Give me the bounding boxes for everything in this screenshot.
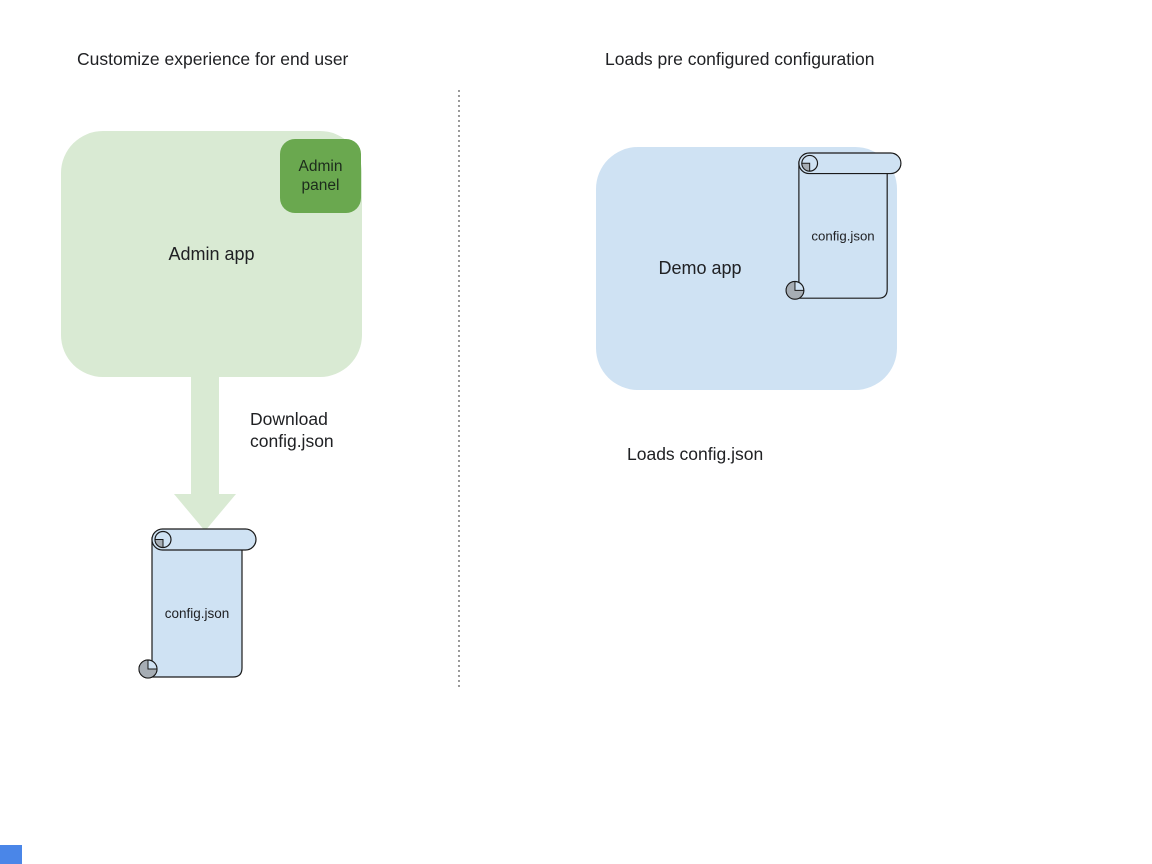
admin-app-box: Admin app Admin panel — [61, 131, 362, 377]
download-arrow-icon — [174, 376, 236, 531]
config-json-scroll-right: config.json — [785, 152, 902, 300]
config-json-scroll-left: config.json — [138, 528, 257, 679]
admin-app-label: Admin app — [168, 243, 255, 264]
bottom-left-blue-square — [0, 845, 22, 864]
admin-panel-label: Admin panel — [298, 158, 343, 194]
left-section-title: Customize experience for end user — [77, 49, 349, 69]
download-config-label: Download config.json — [250, 409, 334, 451]
loads-config-caption: Loads config.json — [627, 444, 764, 464]
section-divider — [458, 90, 460, 687]
right-section-title: Loads pre configured configuration — [605, 49, 875, 69]
demo-app-label-zone: Demo app — [596, 147, 804, 390]
demo-app-label: Demo app — [658, 258, 742, 278]
config-json-label-right: config.json — [811, 228, 874, 243]
admin-panel-box: Admin panel — [280, 139, 361, 213]
config-json-label-left: config.json — [165, 606, 230, 621]
